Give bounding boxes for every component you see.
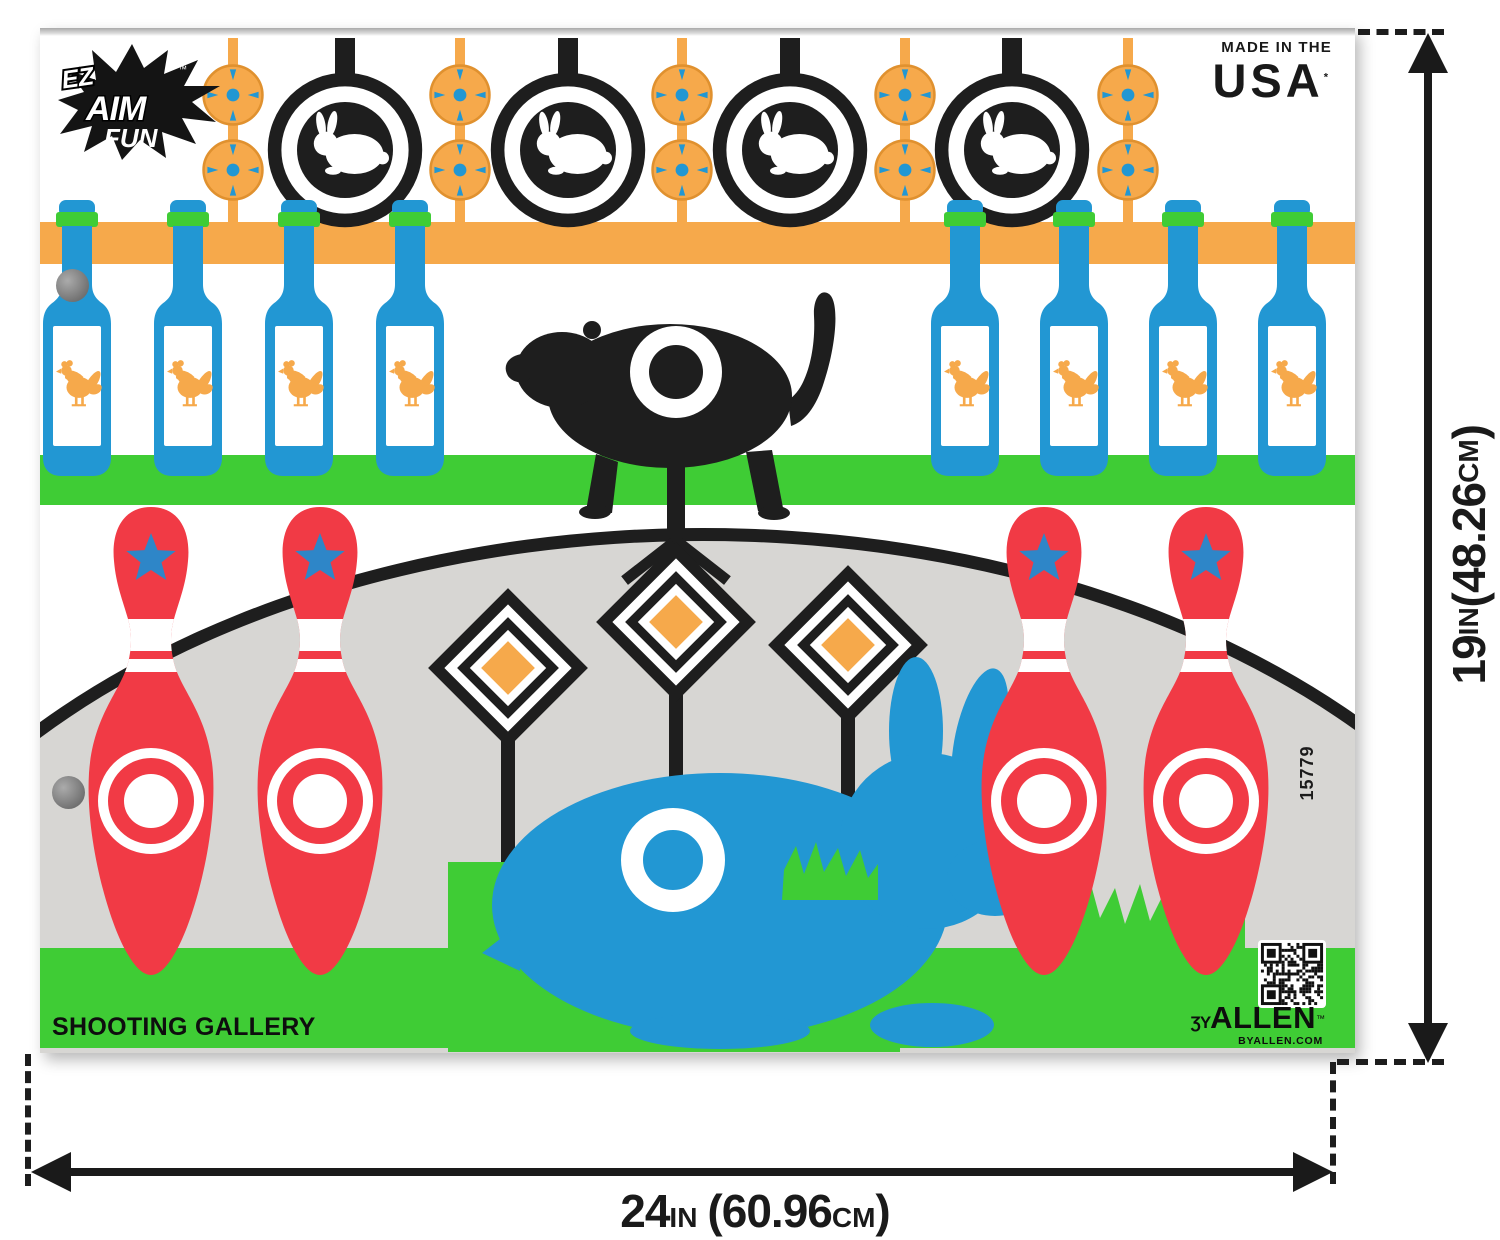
arrow-left-head <box>31 1152 71 1192</box>
brand-website: BYALLEN.COM <box>1238 1035 1323 1047</box>
spinner-stem <box>1123 38 1133 224</box>
hole-punch <box>52 776 85 809</box>
spinner-target <box>1097 139 1159 201</box>
poster-top-edge <box>40 28 1355 36</box>
spinner-stem <box>900 38 910 224</box>
spinner-stem <box>228 38 238 224</box>
logo-tm: ™ <box>178 64 187 74</box>
spinner-target <box>429 139 491 201</box>
dash-line-bottom-right <box>1337 1059 1444 1065</box>
spinner-target <box>651 139 713 201</box>
brand-logo: ƷYALLEN™ <box>1145 1002 1325 1033</box>
spinner-target <box>429 64 491 126</box>
arrow-shaft <box>1424 67 1432 1029</box>
groundhog-target <box>505 292 836 520</box>
arrow-shaft <box>65 1168 1299 1176</box>
made-in-line1: MADE IN THE <box>1221 39 1332 56</box>
poster-title: SHOOTING GALLERY <box>52 1013 316 1041</box>
arrow-down-head <box>1408 1023 1448 1063</box>
bottle-target <box>265 200 333 480</box>
spinner-target <box>874 139 936 201</box>
brand-name: ALLEN <box>1210 1000 1316 1035</box>
brand-footer: ƷYALLEN™ BYALLEN.COM <box>1145 1002 1325 1047</box>
target-stem <box>1002 38 1022 80</box>
bottle-target <box>43 200 111 480</box>
dash-line-top-right <box>1358 29 1444 35</box>
width-dimension-label: 24IN(60.96CM) <box>620 1185 891 1237</box>
made-in-line2: USA* <box>1212 54 1332 107</box>
bowling-pin-target <box>974 501 1114 981</box>
logo-line1: EZ <box>60 62 97 94</box>
target-stem <box>780 38 800 80</box>
bowling-pin-target <box>81 501 221 981</box>
bowling-pin-target <box>1136 501 1276 981</box>
bottle-target <box>1040 200 1108 480</box>
logo-line2: AIM <box>85 90 147 128</box>
ez-aim-fun-logo: EZ AIM FUN ™ <box>58 44 220 160</box>
dash-line-right-lower <box>1330 1062 1336 1184</box>
diamond-post <box>501 728 515 876</box>
sku-number: 15779 <box>1297 745 1317 801</box>
bowling-pin-target <box>250 501 390 981</box>
arrow-right-head <box>1293 1152 1333 1192</box>
spinner-stem <box>677 38 687 224</box>
height-dimension-label: 19IN(48.26CM) <box>1443 425 1495 685</box>
qr-code <box>1258 940 1326 1008</box>
dash-line-left-lower <box>25 1054 31 1186</box>
spinner-target <box>651 64 713 126</box>
bottle-target <box>376 200 444 480</box>
shelf-band <box>40 222 1355 264</box>
rabbit-ring-target <box>498 80 639 221</box>
trademark-mark: ™ <box>1316 1013 1325 1024</box>
bottle-target <box>931 200 999 480</box>
hanging-targets-row <box>202 38 1159 268</box>
target-stem <box>558 38 578 80</box>
rabbit-ring-target <box>720 80 861 221</box>
spinner-target <box>874 64 936 126</box>
target-poster: 15779 ƷYALLEN™ BYALLEN.COM SHOOTING GALL… <box>40 28 1355 1053</box>
hole-punch <box>56 269 89 302</box>
spinner-stem <box>455 38 465 224</box>
brand-by: ƷY <box>1190 1013 1211 1032</box>
spinner-target <box>1097 64 1159 126</box>
bottle-target <box>1258 200 1326 480</box>
made-in-usa-badge: MADE IN THE USA* <box>1212 40 1332 104</box>
target-stem <box>335 38 355 80</box>
width-dimension-arrow <box>31 1152 1333 1192</box>
height-dimension-arrow <box>1408 33 1448 1063</box>
logo-line3: FUN <box>104 123 159 153</box>
grass-tuft <box>782 842 878 900</box>
bottle-target <box>154 200 222 480</box>
arrow-up-head <box>1408 33 1448 73</box>
bottle-target <box>1149 200 1217 480</box>
